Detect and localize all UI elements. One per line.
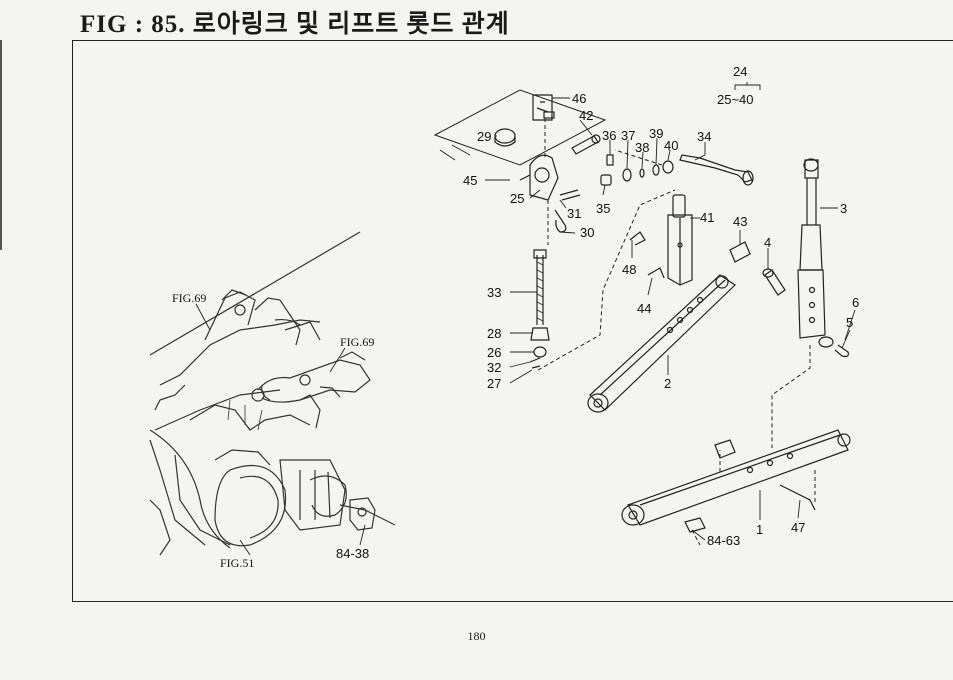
part-2-lower-link-left (587, 274, 736, 413)
callout-1: 1 (756, 522, 763, 537)
callout-26: 26 (487, 345, 501, 360)
parts-5-6-washer-clip (818, 336, 849, 358)
callout-25: 25 (510, 191, 524, 206)
callout-labels: 24 25~40 46 42 29 36 37 38 39 40 34 45 2… (172, 64, 859, 570)
part-34-handle (679, 154, 754, 186)
callout-25-40: 25~40 (717, 92, 754, 107)
callout-47: 47 (791, 520, 805, 535)
callout-84-38: 84-38 (336, 546, 369, 561)
figure-title: FIG : 85. 로아링크 및 리프트 롯드 관계 (80, 11, 510, 38)
callout-43: 43 (733, 214, 747, 229)
ref-fig51: FIG.51 (220, 556, 254, 570)
callout-30: 30 (580, 225, 594, 240)
callout-40: 40 (664, 138, 678, 153)
part-1-lower-link-right (621, 429, 851, 533)
tractor-rear-housing (149, 231, 396, 556)
callout-4: 4 (764, 235, 771, 250)
leveling-box-bracket (519, 94, 559, 201)
callout-84-63: 84-63 (707, 533, 740, 548)
parts-44-48-clips (629, 231, 665, 279)
left-page-rule (0, 40, 2, 250)
callout-33: 33 (487, 285, 501, 300)
part-36-40-small-parts (600, 154, 674, 186)
callout-37: 37 (621, 128, 635, 143)
callout-36: 36 (602, 128, 616, 143)
callout-32: 32 (487, 360, 501, 375)
assembly-dashed-lines (537, 118, 816, 546)
callout-31: 31 (567, 206, 581, 221)
callout-28: 28 (487, 326, 501, 341)
callout-44: 44 (637, 301, 651, 316)
callout-3: 3 (840, 201, 847, 216)
part-4-pin (762, 268, 786, 296)
callout-48: 48 (622, 262, 636, 277)
reference-leaders-left (195, 303, 366, 556)
diagram-frame (72, 40, 953, 602)
page-number: 180 (467, 629, 486, 643)
callout-35: 35 (596, 201, 610, 216)
callout-6: 6 (852, 295, 859, 310)
callout-41: 41 (700, 210, 714, 225)
callout-2: 2 (664, 376, 671, 391)
leveling-box-plane (433, 89, 607, 166)
callout-5: 5 (846, 315, 853, 330)
callout-39: 39 (649, 126, 663, 141)
callout-leader-lines (485, 82, 856, 541)
callout-27: 27 (487, 376, 501, 391)
callout-38: 38 (635, 140, 649, 155)
part-29-cap (494, 128, 516, 147)
ref-fig69-upper: FIG.69 (172, 291, 206, 305)
ref-fig69-lower: FIG.69 (340, 335, 374, 349)
callout-24: 24 (733, 64, 747, 79)
callout-34: 34 (697, 129, 711, 144)
part-42-pin (571, 134, 601, 155)
callout-42: 42 (579, 108, 593, 123)
callout-46: 46 (572, 91, 586, 106)
callout-29: 29 (477, 129, 491, 144)
callout-45: 45 (463, 173, 477, 188)
part-41-lift-rod-fork (667, 194, 693, 286)
part-33-lift-rod-screw (529, 249, 550, 369)
part-3-lift-rod (797, 158, 826, 339)
